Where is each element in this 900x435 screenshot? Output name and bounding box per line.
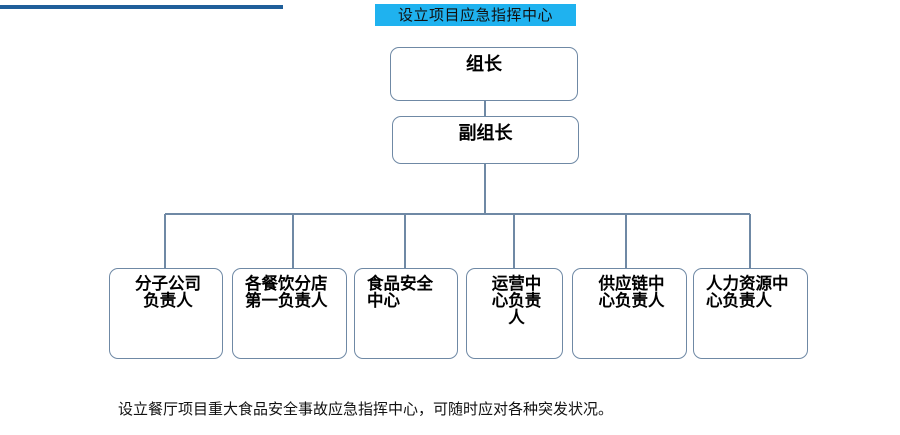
node-leader-label: 组长 xyxy=(466,54,502,75)
node-food-safety-center-label: 食品安全中心 xyxy=(367,274,433,310)
node-restaurant-branch-head: 各餐饮分店第一负责人 xyxy=(232,268,347,359)
node-food-safety-center: 食品安全中心 xyxy=(354,268,458,359)
node-hr-center-head-label: 人力资源中心负责人 xyxy=(706,274,789,310)
node-subsidiary-head-label: 分子公司负责人 xyxy=(135,274,201,310)
node-operations-center-head: 运营中心负责人 xyxy=(466,268,563,359)
chart-title: 设立项目应急指挥中心 xyxy=(375,4,576,26)
node-restaurant-branch-head-label: 各餐饮分店第一负责人 xyxy=(245,274,328,310)
node-leader: 组长 xyxy=(390,47,578,101)
footer-caption: 设立餐厅项目重大食品安全事故应急指挥中心，可随时应对各种突发状况。 xyxy=(118,400,614,418)
node-deputy-label: 副组长 xyxy=(458,123,513,144)
node-supply-chain-center-head-label: 供应链中心负责人 xyxy=(598,274,665,310)
node-supply-chain-center-head: 供应链中心负责人 xyxy=(572,268,687,359)
node-hr-center-head: 人力资源中心负责人 xyxy=(693,268,808,359)
node-subsidiary-head: 分子公司负责人 xyxy=(109,268,223,359)
node-operations-center-head-label: 运营中心负责人 xyxy=(491,274,542,327)
node-deputy: 副组长 xyxy=(392,116,579,164)
top-accent-bar xyxy=(0,5,283,9)
